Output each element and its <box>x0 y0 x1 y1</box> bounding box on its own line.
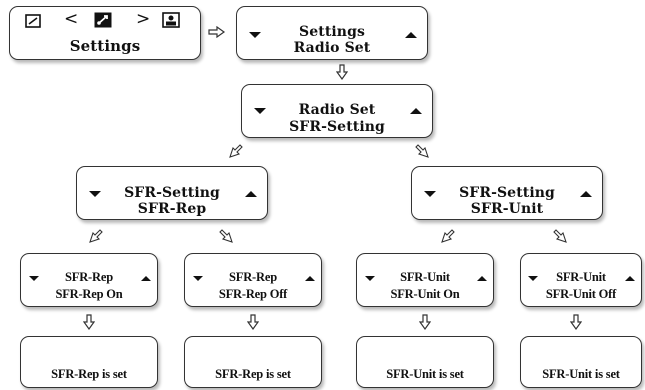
scroll-up-icon <box>410 108 422 114</box>
clock-icon <box>25 14 41 28</box>
arrow-down-icon <box>419 314 431 330</box>
sfr-unit-off-result: SFR-Unit is set <box>520 336 642 388</box>
arrow-down-icon <box>570 314 582 330</box>
sfr-rep-off-line1: SFR-Rep <box>229 270 277 284</box>
chevron-right-icon: > <box>136 9 151 29</box>
radio-set-menu-line1: Radio Set <box>298 102 376 118</box>
sfr-rep-on-line2: SFR-Rep On <box>55 287 123 301</box>
arrow-down-left-icon <box>441 229 455 243</box>
arrow-down-right-icon <box>415 144 429 158</box>
arrow-down-icon <box>247 314 259 330</box>
sfr-rep-on-line1: SFR-Rep <box>65 270 113 284</box>
arrow-down-right-icon <box>219 229 233 243</box>
scroll-down-icon <box>365 276 375 281</box>
result-text: SFR-Rep is set <box>51 367 127 381</box>
scroll-down-icon <box>29 276 39 281</box>
scroll-down-icon <box>89 191 101 197</box>
sfr-unit-off-line2: SFR-Unit Off <box>545 287 617 301</box>
arrow-down-icon <box>336 64 348 80</box>
sfr-rep-on-screen: SFR-Rep SFR-Rep On <box>20 253 158 307</box>
sfr-unit-menu: SFR-Setting SFR-Unit <box>411 166 603 220</box>
radio-set-menu: Radio Set SFR-Setting <box>241 84 433 138</box>
arrow-right-icon <box>208 26 226 38</box>
scroll-down-icon <box>254 108 266 114</box>
scroll-up-icon <box>477 276 487 281</box>
picture-icon <box>162 12 180 28</box>
result-text: SFR-Unit is set <box>386 367 464 381</box>
result-text: SFR-Rep is set <box>215 367 291 381</box>
sfr-rep-menu-line2: SFR-Rep <box>137 201 207 217</box>
arrow-down-left-icon <box>229 144 243 158</box>
scroll-up-icon <box>245 191 257 197</box>
sfr-unit-off-line1: SFR-Unit <box>556 270 606 284</box>
arrow-down-left-icon <box>89 229 103 243</box>
settings-icon <box>94 12 112 28</box>
scroll-down-icon <box>249 32 261 38</box>
arrow-down-icon <box>83 314 95 330</box>
scroll-up-icon <box>625 276 635 281</box>
scroll-up-icon <box>305 276 315 281</box>
sfr-unit-on-line1: SFR-Unit <box>400 270 450 284</box>
sfr-unit-on-line2: SFR-Unit On <box>390 287 460 301</box>
sfr-rep-off-result: SFR-Rep is set <box>184 336 322 388</box>
chevron-left-icon: < <box>64 9 79 29</box>
scroll-up-icon <box>405 32 417 38</box>
settings-menu-line1: Settings <box>299 24 365 40</box>
sfr-rep-menu-line1: SFR-Setting <box>124 185 220 201</box>
sfr-rep-on-result: SFR-Rep is set <box>20 336 158 388</box>
scroll-up-icon <box>580 191 592 197</box>
sfr-rep-off-screen: SFR-Rep SFR-Rep Off <box>184 253 322 307</box>
radio-set-menu-line2: SFR-Setting <box>289 119 385 135</box>
sfr-rep-off-line2: SFR-Rep Off <box>218 287 288 301</box>
sfr-unit-off-screen: SFR-Unit SFR-Unit Off <box>520 253 642 307</box>
settings-menu-line2: Radio Set <box>293 40 371 56</box>
arrow-down-right-icon <box>553 229 567 243</box>
scroll-up-icon <box>141 276 151 281</box>
settings-menu: Settings Radio Set <box>236 6 428 60</box>
result-text: SFR-Unit is set <box>542 367 620 381</box>
sfr-unit-menu-line2: SFR-Unit <box>470 201 544 217</box>
sfr-unit-on-screen: SFR-Unit SFR-Unit On <box>356 253 494 307</box>
scroll-down-icon <box>193 276 203 281</box>
scroll-down-icon <box>528 276 538 281</box>
sfr-unit-on-result: SFR-Unit is set <box>356 336 494 388</box>
sfr-unit-menu-line1: SFR-Setting <box>459 185 555 201</box>
nav-screen-label: Settings <box>69 37 141 55</box>
scroll-down-icon <box>424 191 436 197</box>
nav-screen: < > Settings <box>9 6 201 60</box>
sfr-rep-menu: SFR-Setting SFR-Rep <box>76 166 268 220</box>
